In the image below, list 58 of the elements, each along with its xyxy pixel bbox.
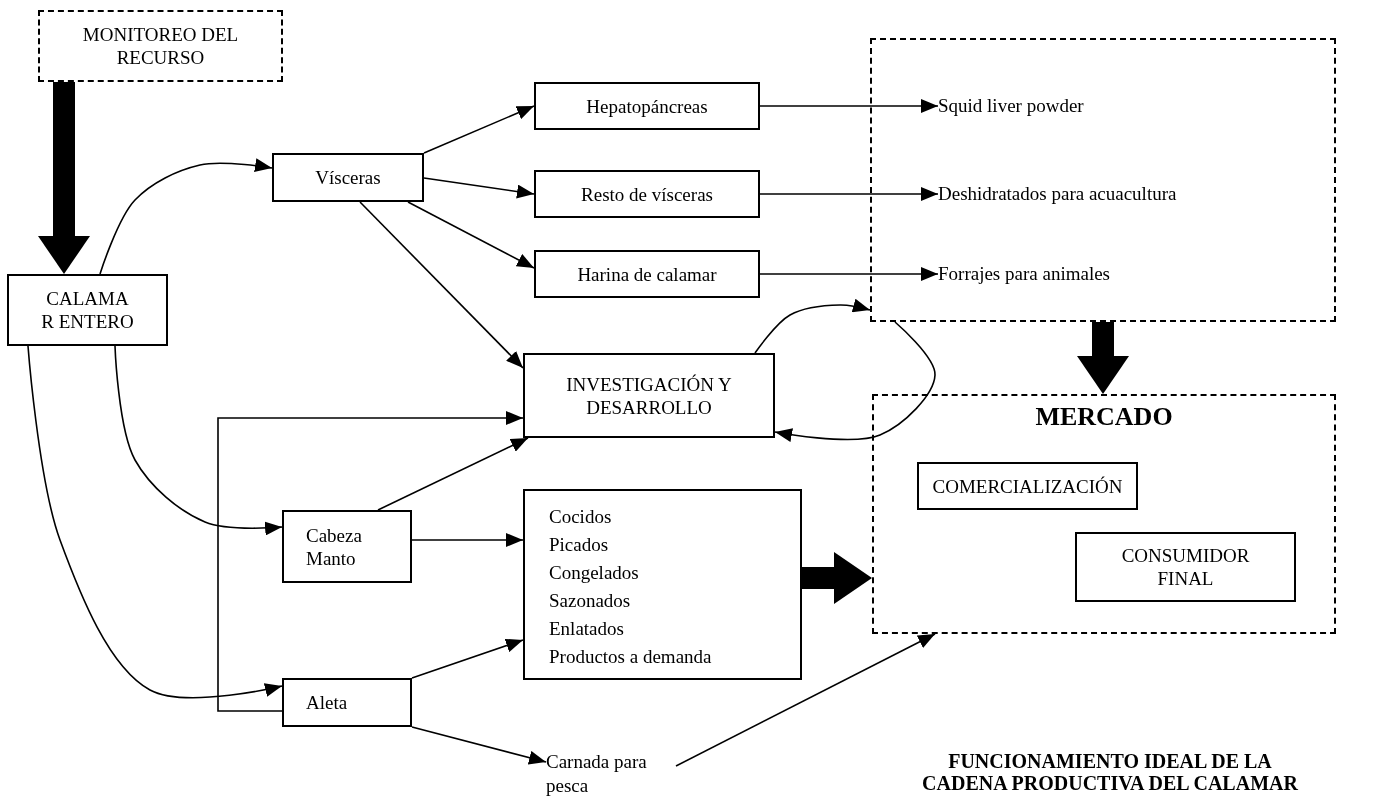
arrow [217,411,524,712]
arrow [407,201,535,269]
product-item: Picados [549,533,609,557]
arrow [759,187,939,201]
thick-arrow [38,82,90,274]
arrow [99,158,273,275]
output-label: Forrajes para animales [938,262,1238,286]
process-box [272,153,424,202]
product-item: Congelados [549,561,639,585]
thick-arrow [802,552,872,604]
arrow [759,99,939,113]
product-item: Cocidos [549,505,612,529]
diagram-title: FUNCIONAMIENTO IDEAL DE LA CADENA PRODUCTIVA DEL CALAMAR [921,750,1299,794]
output-label: Squid liver powder [938,94,1238,118]
process-box [7,274,168,346]
product-item: Enlatados [549,617,624,641]
box-label: Resto de vísceras [581,182,713,206]
market-group-box [872,394,1336,634]
box-label: CALAMA R ENTERO [40,287,135,333]
arrow [423,105,535,154]
dashed-group-box [870,38,1336,322]
arrow [411,533,524,547]
process-box [282,678,412,727]
arrow [114,345,283,536]
monitoring-box [38,10,283,82]
box-label: CONSUMIDOR FINAL [1120,544,1251,590]
arrow [411,638,524,679]
arrow [377,437,529,511]
arrow [754,298,871,354]
arrow [675,633,936,767]
box-label: Cabeza Manto [306,523,363,570]
box-label: MONITOREO DEL RECURSO [81,23,240,69]
box-label: INVESTIGACIÓN Y DESARROLLO [565,372,733,419]
output-label: Carnada para pesca [546,750,671,796]
box-label: Vísceras [315,166,381,189]
process-box [523,353,775,438]
product-item: Sazonados [549,589,631,613]
process-box [282,510,412,583]
process-box [1075,532,1296,602]
arrow [27,345,283,699]
group-heading: MERCADO [1035,402,1173,432]
arrow [411,726,547,765]
output-label: Deshidratados para acuacultura [938,182,1258,206]
process-box [534,170,760,218]
box-label: Hepatopáncreas [586,94,708,118]
arrow [359,201,524,369]
arrow [759,267,939,281]
arrow [423,177,535,199]
arrow [774,321,936,442]
box-label: COMERCIALIZACIÓN [932,474,1123,498]
box-label: Aleta [306,691,348,714]
process-box [534,250,760,298]
box-label: Harina de calamar [577,262,717,286]
process-box [917,462,1138,510]
thick-arrow [1077,322,1129,394]
process-box [534,82,760,130]
product-item: Productos a demanda [549,645,712,669]
product-list-box [523,489,802,680]
